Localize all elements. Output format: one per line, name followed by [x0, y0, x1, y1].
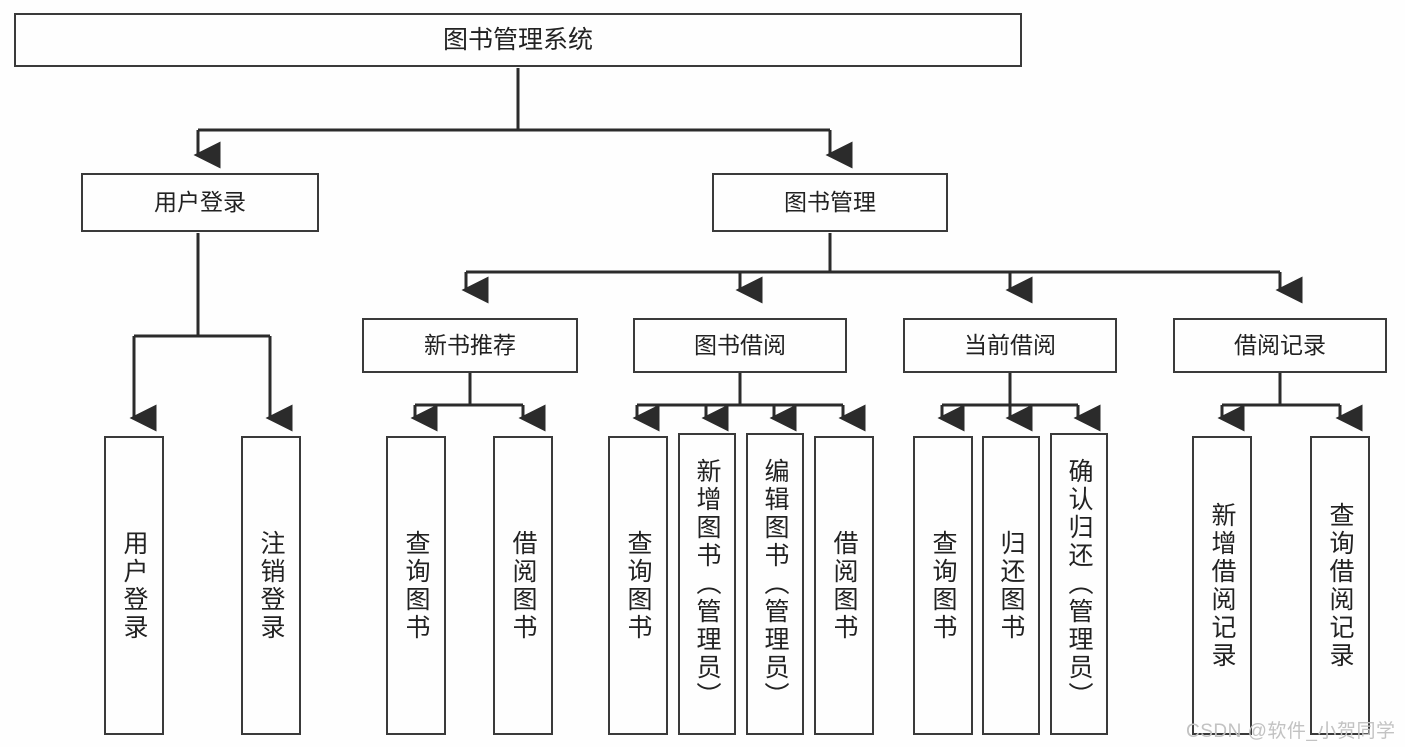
node-label: 图书借阅 [694, 331, 786, 358]
leaf-confirm-return-admin[interactable]: 确认归还（管理员） [1050, 433, 1108, 735]
node-label: 用户登录 [154, 188, 246, 215]
node-label: 图书管理 [784, 188, 876, 215]
node-label: 确认归还（管理员） [1065, 458, 1093, 710]
node-label: 图书管理系统 [442, 26, 593, 54]
node-book-borrow[interactable]: 图书借阅 [633, 318, 847, 373]
leaf-borrow-book[interactable]: 借阅图书 [814, 436, 874, 735]
node-user-login[interactable]: 用户登录 [81, 173, 319, 232]
node-label: 新增图书（管理员） [693, 458, 721, 710]
leaf-edit-book-admin[interactable]: 编辑图书（管理员） [746, 433, 804, 735]
node-label: 编辑图书（管理员） [761, 458, 789, 710]
node-label: 新增借阅记录 [1208, 501, 1236, 670]
leaf-logout[interactable]: 注销登录 [241, 436, 301, 735]
node-current-borrow[interactable]: 当前借阅 [903, 318, 1117, 373]
node-new-book-recommend[interactable]: 新书推荐 [362, 318, 578, 373]
node-label: 查询借阅记录 [1326, 501, 1354, 670]
watermark: CSDN @软件_小贺同学 [1186, 721, 1396, 742]
leaf-query-book-current[interactable]: 查询图书 [913, 436, 973, 735]
leaf-add-book-admin[interactable]: 新增图书（管理员） [678, 433, 736, 735]
leaf-add-borrow-record[interactable]: 新增借阅记录 [1192, 436, 1252, 735]
node-label: 借阅图书 [830, 529, 858, 642]
leaf-query-book-borrow[interactable]: 查询图书 [608, 436, 668, 735]
node-label: 查询图书 [624, 529, 652, 642]
node-borrow-record[interactable]: 借阅记录 [1173, 318, 1387, 373]
node-label: 归还图书 [997, 529, 1025, 642]
leaf-return-book[interactable]: 归还图书 [982, 436, 1040, 735]
leaf-query-book-recommend[interactable]: 查询图书 [386, 436, 446, 735]
node-label: 借阅图书 [509, 529, 537, 642]
node-label: 查询图书 [402, 529, 430, 642]
node-book-management[interactable]: 图书管理 [712, 173, 948, 232]
node-label: 借阅记录 [1234, 331, 1326, 358]
node-label: 新书推荐 [424, 331, 516, 358]
leaf-query-borrow-record[interactable]: 查询借阅记录 [1310, 436, 1370, 735]
node-label: 用户登录 [120, 529, 148, 642]
node-label: 当前借阅 [964, 331, 1056, 358]
node-label: 查询图书 [929, 529, 957, 642]
node-root-system[interactable]: 图书管理系统 [14, 13, 1022, 67]
leaf-borrow-book-recommend[interactable]: 借阅图书 [493, 436, 553, 735]
leaf-user-login[interactable]: 用户登录 [104, 436, 164, 735]
node-label: 注销登录 [257, 529, 285, 642]
